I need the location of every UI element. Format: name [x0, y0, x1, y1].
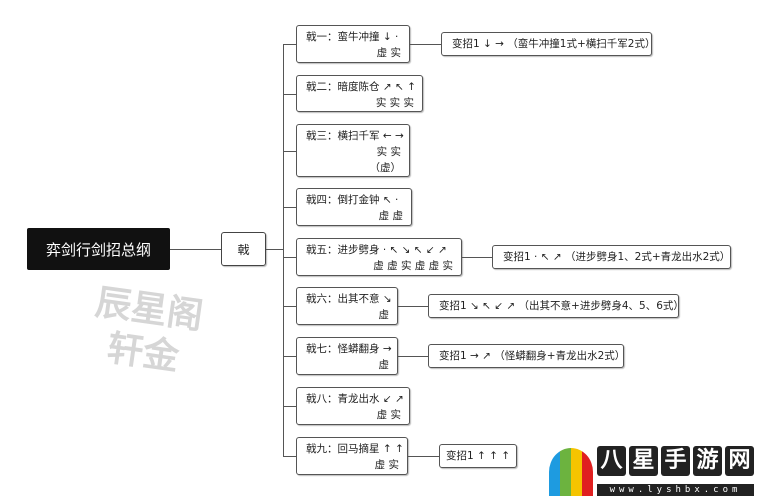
connector — [283, 356, 296, 357]
move-title: 戟九：回马摘星 ↑ ↑ — [306, 443, 404, 455]
connector — [266, 249, 283, 250]
logo-brand: 八星手游网 — [597, 446, 754, 476]
branch-node-ji[interactable]: 戟 — [221, 232, 266, 266]
move-types: 虚 实 — [376, 409, 401, 421]
move-types: 虚 — [378, 359, 390, 371]
connector — [283, 207, 296, 208]
move-title: 戟五：进步劈身 · ↖ ↘ ↖ ↙ ↗ — [306, 244, 447, 256]
connector — [283, 406, 296, 407]
logo-house-icon — [549, 448, 593, 496]
watermark: 辰星阁 轩金 — [92, 281, 206, 379]
move-types: 虚 实 — [374, 459, 399, 471]
variant-node[interactable]: 变招1 → ↗ （怪蟒翻身+青龙出水2式） — [428, 344, 625, 368]
variant-node[interactable]: 变招1 ↑ ↑ ↑ — [439, 444, 518, 468]
site-logo: 八星手游网 www.lyshbx.com — [545, 440, 757, 500]
root-node[interactable]: 弈剑行剑招总纲 — [27, 228, 170, 270]
logo-char: 游 — [693, 446, 722, 476]
move-title: 戟四：倒打金钟 ↖ · — [306, 194, 399, 206]
connector — [462, 257, 492, 258]
move-title: 戟六：出其不意 ↘ — [306, 293, 392, 305]
variant-node[interactable]: 变招1 ↘ ↖ ↙ ↗ （出其不意+进步劈身4、5、6式） — [428, 294, 684, 318]
move-title: 戟一：蛮牛冲撞 ↓ · — [306, 31, 399, 43]
move-node[interactable]: 戟八：青龙出水 ↙ ↗ 虚 实 — [296, 387, 410, 425]
spine — [283, 44, 284, 456]
connector — [398, 356, 428, 357]
connector — [410, 44, 441, 45]
move-title: 戟七：怪蟒翻身 → — [306, 343, 392, 355]
move-node[interactable]: 戟四：倒打金钟 ↖ · 虚 虚 — [296, 188, 412, 226]
move-node[interactable]: 戟七：怪蟒翻身 → 虚 — [296, 337, 398, 375]
move-types: 虚 实 — [376, 47, 401, 59]
move-title: 戟八：青龙出水 ↙ ↗ — [306, 393, 404, 405]
move-title: 戟二：暗度陈仓 ↗ ↖ ↑ — [306, 81, 416, 93]
connector — [283, 257, 296, 258]
logo-url: www.lyshbx.com — [597, 484, 754, 496]
logo-char: 星 — [629, 446, 658, 476]
move-node[interactable]: 戟二：暗度陈仓 ↗ ↖ ↑ 实 实 实 — [296, 75, 423, 112]
move-node[interactable]: 戟九：回马摘星 ↑ ↑ 虚 实 — [296, 437, 408, 475]
move-types: 虚 虚 — [378, 210, 403, 222]
move-node[interactable]: 戟六：出其不意 ↘ 虚 — [296, 287, 398, 325]
connector — [283, 456, 296, 457]
move-node[interactable]: 戟五：进步劈身 · ↖ ↘ ↖ ↙ ↗ 虚 虚 实 虚 虚 实 — [296, 238, 462, 276]
logo-char: 网 — [725, 446, 754, 476]
move-node[interactable]: 戟三：横扫千军 ← → 实 实 （虚） — [296, 124, 410, 177]
move-types: 实 实 实 — [375, 97, 414, 109]
variant-node[interactable]: 变招1 · ↖ ↗ （进步劈身1、2式+青龙出水2式） — [492, 245, 731, 269]
connector — [283, 94, 296, 95]
move-title: 戟三：横扫千军 ← → — [306, 130, 404, 142]
connector — [283, 151, 296, 152]
connector — [283, 44, 296, 45]
logo-char: 八 — [597, 446, 626, 476]
move-types: 虚 — [378, 309, 390, 321]
connector — [408, 456, 439, 457]
move-types: 虚 虚 实 虚 虚 实 — [373, 260, 453, 272]
move-types: 实 实 （虚） — [369, 146, 402, 174]
connector — [170, 249, 221, 250]
variant-node[interactable]: 变招1 ↓ → （蛮牛冲撞1式+横扫千军2式） — [441, 32, 655, 56]
logo-char: 手 — [661, 446, 690, 476]
connector — [398, 306, 428, 307]
move-node[interactable]: 戟一：蛮牛冲撞 ↓ · 虚 实 — [296, 25, 410, 63]
connector — [283, 306, 296, 307]
